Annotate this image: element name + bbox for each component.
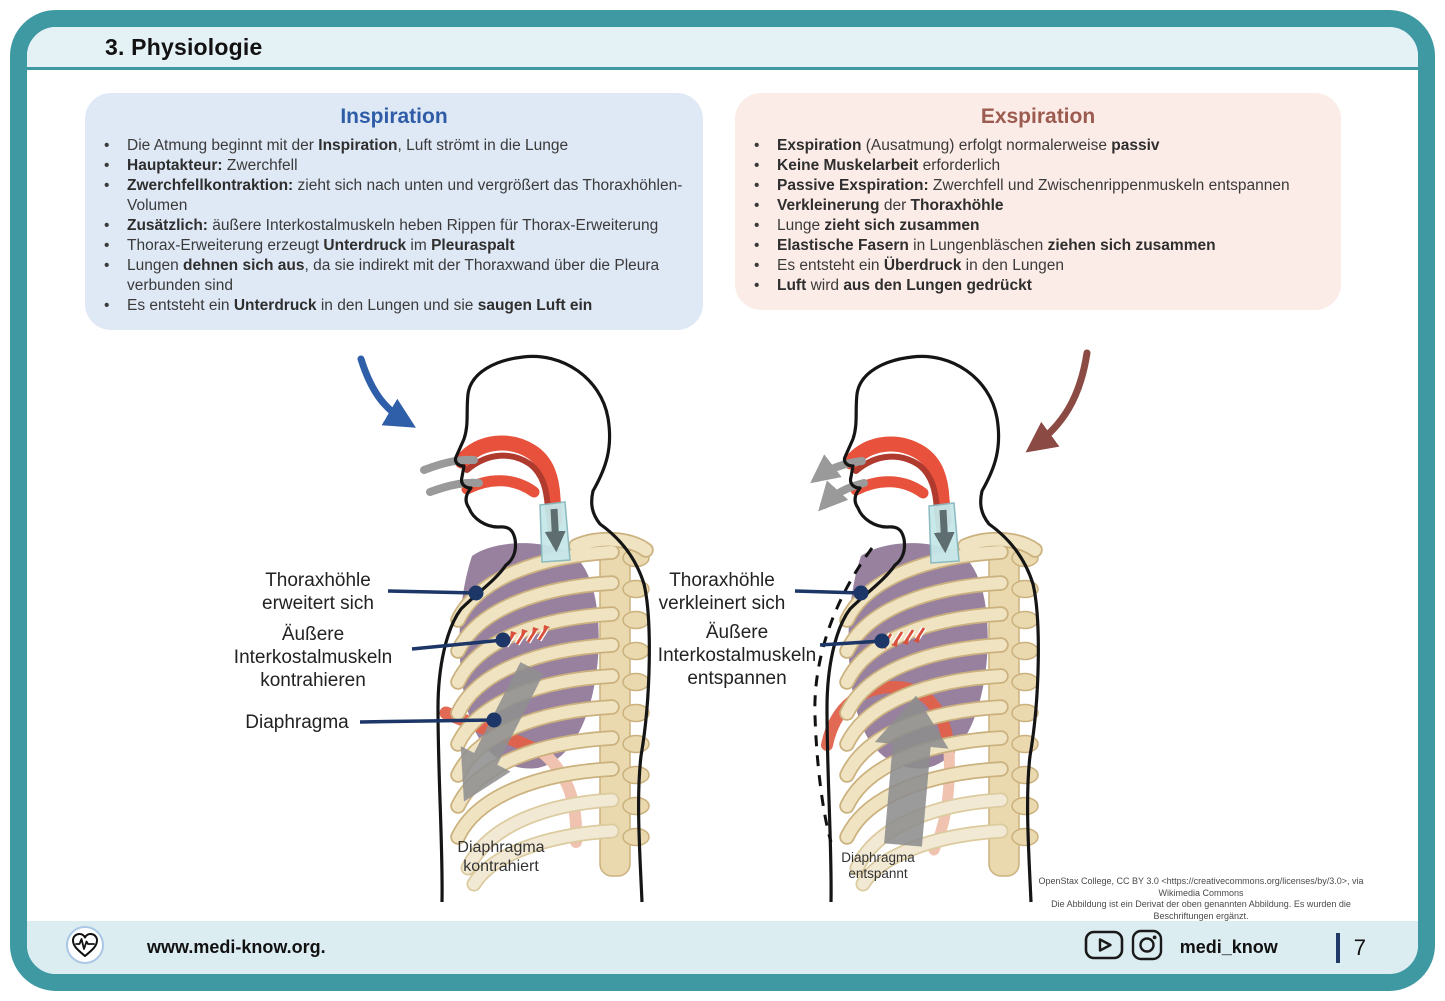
bullet-item: Zusätzlich: äußere Interkostalmuskeln he… — [85, 216, 703, 236]
bullet-item: Es entsteht ein Überdruck in den Lungen — [735, 256, 1341, 276]
bullet-item: Luft wird aus den Lungen gedrückt — [735, 276, 1341, 296]
heart-ecg-icon — [65, 925, 105, 970]
instagram-icon[interactable] — [1131, 929, 1163, 966]
exspiration-bullet-list: Exspiration (Ausatmung) erfolgt normaler… — [735, 136, 1341, 296]
social-handle[interactable]: medi_know — [1179, 937, 1278, 957]
page-title: 3. Physiologie — [105, 33, 263, 60]
youtube-icon[interactable] — [1084, 930, 1124, 965]
image-attribution: OpenStax College, CC BY 3.0 <https://cre… — [1038, 876, 1364, 922]
connector-dots — [468, 585, 890, 728]
label-intercostal-relax: Äußere Interkostalmuskeln entspannen — [657, 622, 817, 689]
label-thorax-expands: Thoraxhöhle erweitert sich — [262, 570, 374, 614]
label-diaphragma-contracted: Diaphragma kontrahiert — [457, 839, 545, 876]
page-number-divider — [1335, 932, 1340, 963]
inspiration-title: Inspiration — [340, 105, 448, 128]
inspiration-figure — [420, 354, 649, 904]
inspiration-box: Inspiration Die Atmung beginnt mit der I… — [85, 93, 703, 330]
bullet-item: Passive Exspiration: Zwerchfell und Zwis… — [735, 176, 1341, 196]
bullet-item: Thorax-Erweiterung erzeugt Unterdruck im… — [85, 236, 703, 256]
exspiration-title: Exspiration — [980, 105, 1096, 128]
bullet-item: Die Atmung beginnt mit der Inspiration, … — [85, 136, 703, 156]
bullet-item: Keine Muskelarbeit erforderlich — [735, 156, 1341, 176]
diaphragm-up-arrow — [874, 695, 949, 847]
header-band: 3. Physiologie — [27, 27, 1418, 70]
website-link[interactable]: www.medi-know.org. — [147, 937, 326, 957]
expanded-chest-dashed-line — [813, 547, 874, 843]
label-diaphragma: Diaphragma — [245, 712, 349, 733]
label-intercostal-contract: Äußere Interkostalmuskeln kontrahieren — [233, 624, 393, 691]
air-out-arrows — [810, 454, 868, 512]
slide-body: Inspiration Die Atmung beginnt mit der I… — [27, 70, 1418, 921]
label-thorax-shrinks: Thoraxhöhle verkleinert sich — [658, 570, 786, 614]
bullet-item: Lunge zieht sich zusammen — [735, 216, 1341, 236]
exspiration-figure — [810, 354, 1038, 904]
air-in-arrows — [420, 455, 483, 496]
inspiration-flow-arrow — [357, 355, 416, 428]
footer-band: www.medi-know.org. medi_know — [27, 921, 1418, 974]
bullet-item: Zwerchfellkontraktion: zieht sich nach u… — [85, 176, 703, 216]
page-number: 7 — [1353, 934, 1366, 960]
bullet-item: Exspiration (Ausatmung) erfolgt normaler… — [735, 136, 1341, 156]
bullet-item: Verkleinerung der Thoraxhöhle — [735, 196, 1341, 216]
exspiration-box: Exspiration Exspiration (Ausatmung) erfo… — [735, 93, 1341, 310]
inspiration-bullet-list: Die Atmung beginnt mit der Inspiration, … — [85, 136, 703, 316]
exspiration-flow-arrow — [1025, 349, 1091, 453]
page-frame: 3. Physiologie — [10, 10, 1435, 991]
bullet-item: Es entsteht ein Unterdruck in den Lungen… — [85, 296, 703, 316]
bullet-item: Lungen dehnen sich aus, da sie indirekt … — [85, 256, 703, 296]
breathing-diagram — [357, 349, 1091, 904]
diaphragm-down-arrow — [460, 662, 544, 802]
label-diaphragma-relaxed: Diaphragma entspannt — [841, 850, 915, 882]
bullet-item: Hauptakteur: Zwerchfell — [85, 156, 703, 176]
label-connectors — [359, 589, 883, 724]
bullet-item: Elastische Fasern in Lungenbläschen zieh… — [735, 236, 1341, 256]
